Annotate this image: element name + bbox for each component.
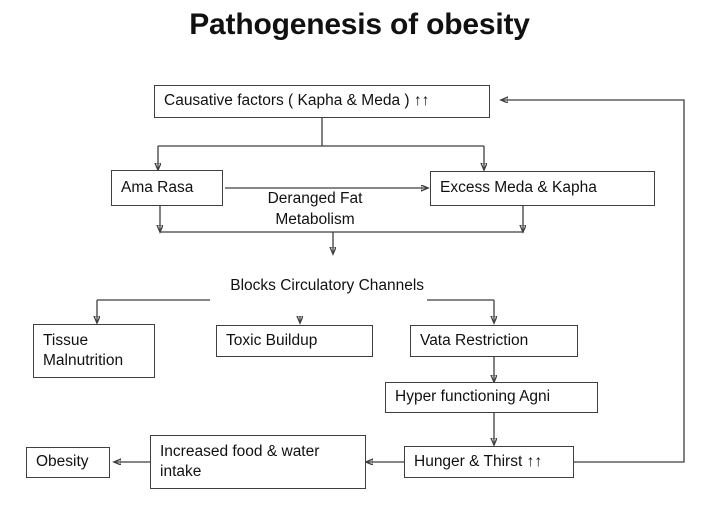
node-increased-food-water-intake[interactable]: Increased food & water intake xyxy=(150,435,366,489)
node-hunger-thirst-label: Hunger & Thirst ↑↑ xyxy=(414,452,543,470)
edge-label-deranged-fat-metabolism: Deranged Fat Metabolism xyxy=(240,168,390,231)
node-excess-meda-kapha[interactable]: Excess Meda & Kapha xyxy=(430,171,655,206)
page-title: Pathogenesis of obesity xyxy=(189,8,530,41)
node-causative-factors[interactable]: Causative factors ( Kapha & Meda ) ↑↑ xyxy=(154,85,490,118)
node-increased-food-water-intake-label: Increased food & water intake xyxy=(160,442,320,480)
node-vata-restriction-label: Vata Restriction xyxy=(420,331,529,349)
node-hyper-functioning-agni[interactable]: Hyper functioning Agni xyxy=(385,382,598,413)
node-excess-meda-kapha-label: Excess Meda & Kapha xyxy=(440,179,597,197)
node-ama-rasa-label: Ama Rasa xyxy=(121,178,194,196)
node-toxic-buildup[interactable]: Toxic Buildup xyxy=(216,325,373,357)
node-obesity-label: Obesity xyxy=(36,453,89,471)
node-ama-rasa[interactable]: Ama Rasa xyxy=(111,170,223,206)
node-toxic-buildup-label: Toxic Buildup xyxy=(226,331,318,349)
node-blocks-circulatory-channels-label: Blocks Circulatory Channels xyxy=(230,277,425,295)
node-hyper-functioning-agni-label: Hyper functioning Agni xyxy=(395,388,551,406)
node-hunger-thirst[interactable]: Hunger & Thirst ↑↑ xyxy=(404,446,574,478)
node-causative-factors-label: Causative factors ( Kapha & Meda ) ↑↑ xyxy=(164,92,430,110)
node-tissue-malnutrition-label: Tissue Malnutrition xyxy=(43,331,124,369)
node-obesity[interactable]: Obesity xyxy=(26,447,110,478)
node-blocks-circulatory-channels: Blocks Circulatory Channels xyxy=(210,256,428,317)
node-tissue-malnutrition[interactable]: Tissue Malnutrition xyxy=(33,324,155,378)
node-vata-restriction[interactable]: Vata Restriction xyxy=(410,325,578,357)
edge-label-deranged-fat-metabolism-text: Deranged Fat Metabolism xyxy=(267,189,363,228)
